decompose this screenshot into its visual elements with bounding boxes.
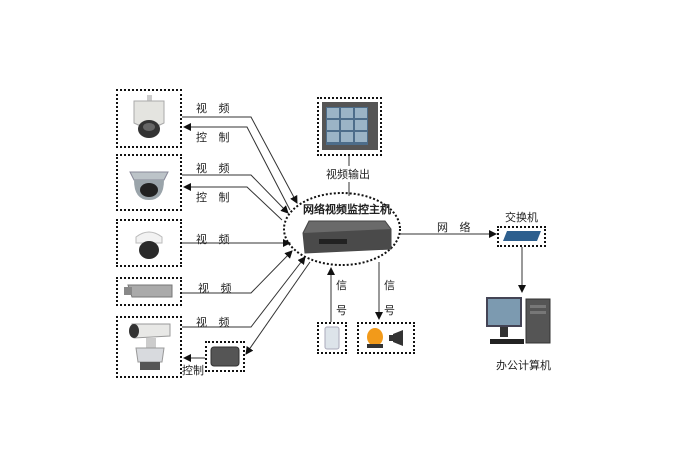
alarm-signal-label-2: 号 <box>384 304 399 317</box>
cam1-video-label: 视 频 <box>196 102 234 115</box>
sensor-box[interactable] <box>317 322 347 354</box>
cam3-video-label: 视 频 <box>196 233 234 246</box>
cam2-video-line <box>182 174 289 214</box>
camera-box-speed-dome[interactable] <box>116 89 182 148</box>
cam5-video-label: 视 频 <box>196 316 234 329</box>
video-output-label: 视频输出 <box>326 166 370 182</box>
cam4-video-label: 视 频 <box>198 282 236 295</box>
cam4-video-line <box>182 250 293 294</box>
dome-camera-icon <box>129 171 169 200</box>
network-switch-icon <box>503 231 541 241</box>
alarm-signal-label-1: 信 <box>384 279 399 292</box>
camera-box-mini-dome[interactable] <box>116 219 182 267</box>
camera-box-ptz[interactable] <box>116 316 182 378</box>
hub-label: 网络视频监控主机 <box>303 203 391 216</box>
office-computer-icon[interactable] <box>486 295 556 351</box>
cam1-control-label: 控 制 <box>196 131 234 144</box>
camera-box-dome[interactable] <box>116 154 182 211</box>
monitor-icon <box>322 102 378 150</box>
ptz-camera-icon <box>129 323 171 370</box>
cam2-control-line <box>183 183 283 221</box>
office-computer-label: 办公计算机 <box>496 359 551 372</box>
cam2-control-label: 控 制 <box>196 191 234 204</box>
sensor-signal-label-1: 信 <box>336 279 351 292</box>
switch-label: 交换机 <box>505 211 538 224</box>
decoder-line <box>245 261 311 355</box>
decoder-box[interactable] <box>205 341 245 372</box>
cam1-control-line <box>183 123 291 211</box>
nvr-device-icon[interactable] <box>299 215 395 259</box>
box-camera-icon <box>124 284 173 298</box>
alarm-box[interactable] <box>357 322 415 354</box>
cam2-video-label: 视 频 <box>196 162 234 175</box>
switch-box[interactable] <box>497 226 546 247</box>
cam1-video-line <box>182 116 298 204</box>
sensor-signal-label-2: 号 <box>336 304 351 317</box>
camera-box-bullet[interactable] <box>116 277 182 306</box>
network-label: 网 络 <box>437 221 475 234</box>
motion-sensor-icon <box>324 326 340 350</box>
monitor-box[interactable] <box>317 97 382 156</box>
hub-ellipse <box>283 192 401 266</box>
ptz-control-label: 控制 <box>182 362 204 378</box>
mini-dome-camera-icon <box>135 231 163 259</box>
decoder-icon <box>210 346 240 367</box>
alarm-light-siren-icon <box>367 328 403 348</box>
cam5-video-line <box>182 256 306 328</box>
speed-dome-camera-icon <box>133 95 165 138</box>
